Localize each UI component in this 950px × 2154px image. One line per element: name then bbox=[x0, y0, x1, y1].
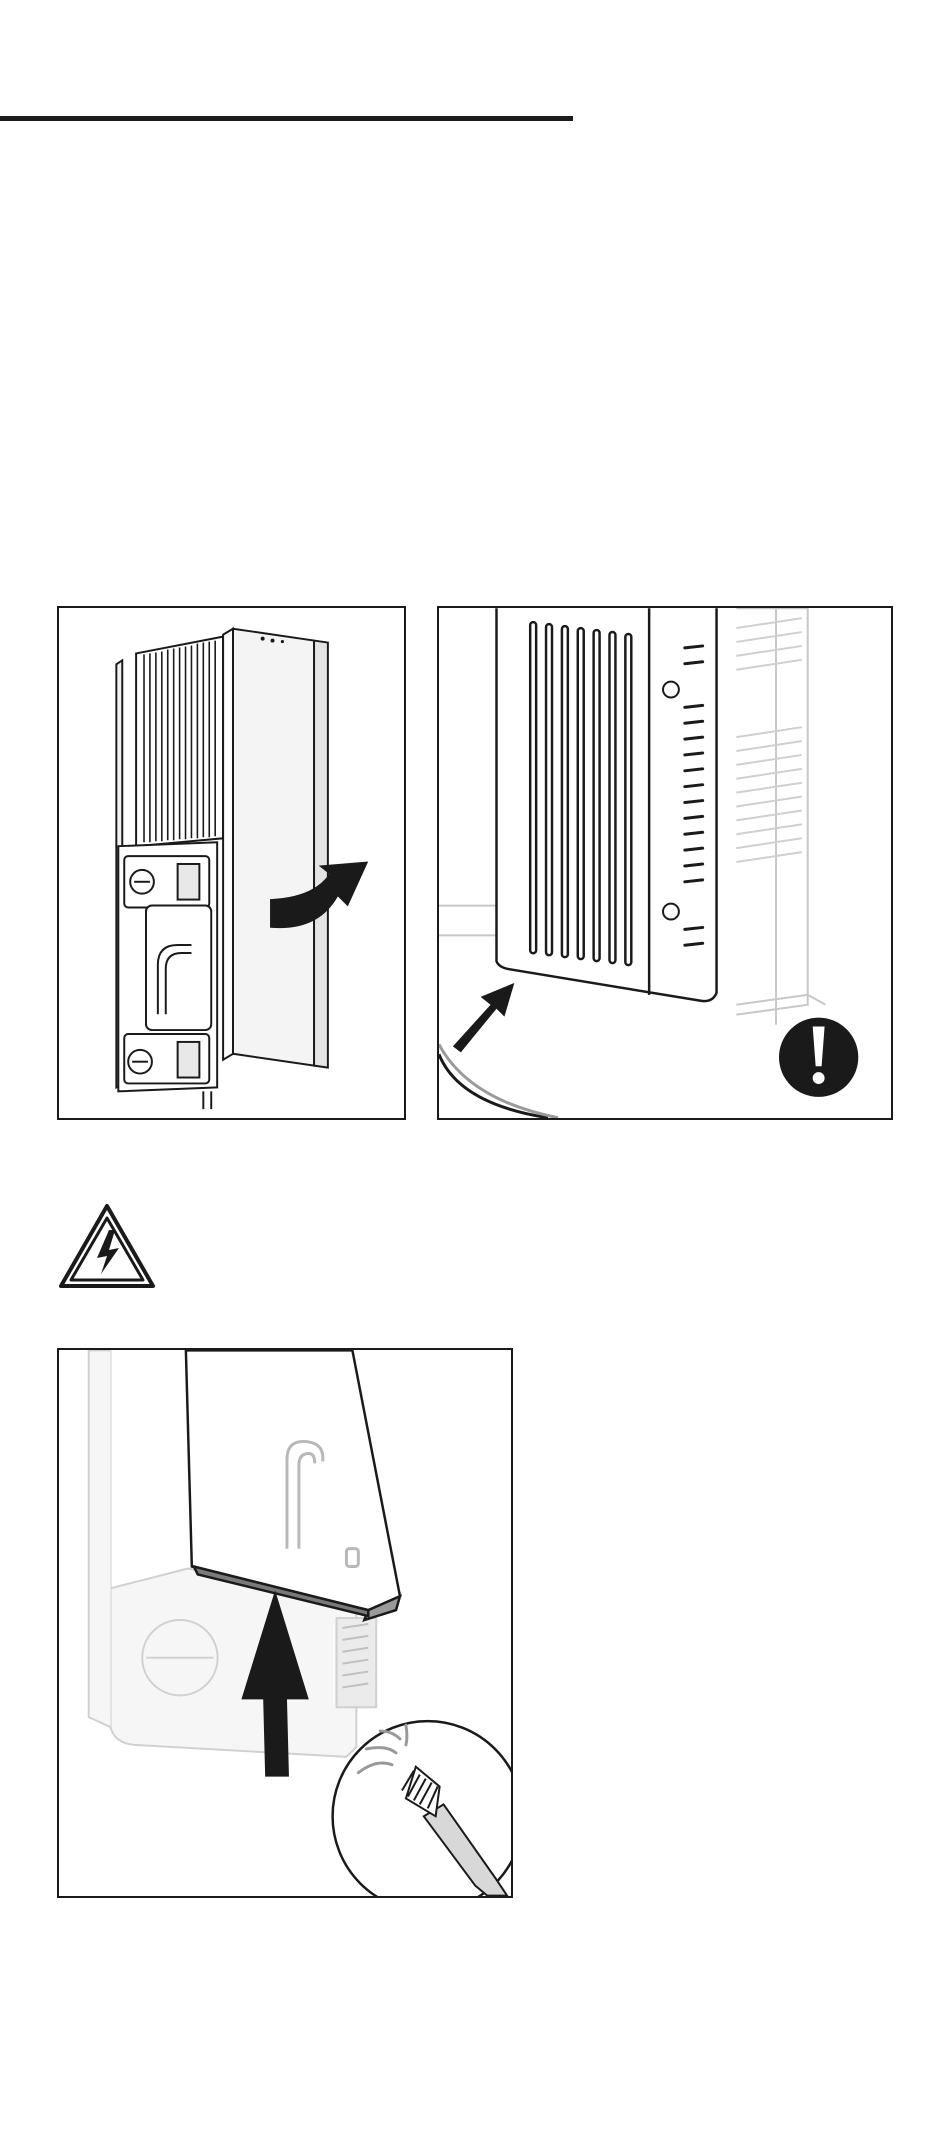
clean-inlet-illustration bbox=[59, 1350, 511, 1896]
exclamation-icon bbox=[779, 1018, 858, 1097]
brush-icon bbox=[333, 1721, 511, 1896]
figure-open-panel bbox=[57, 606, 406, 1120]
pointing-arrow-icon bbox=[453, 983, 514, 1052]
figure-clean-inlet bbox=[57, 1348, 513, 1898]
header-rule bbox=[0, 116, 573, 121]
figure-foot-detail bbox=[437, 606, 893, 1120]
open-panel-illustration bbox=[59, 608, 404, 1118]
foot-detail-illustration bbox=[439, 608, 891, 1118]
electric-shock-warning-icon bbox=[57, 1202, 157, 1290]
